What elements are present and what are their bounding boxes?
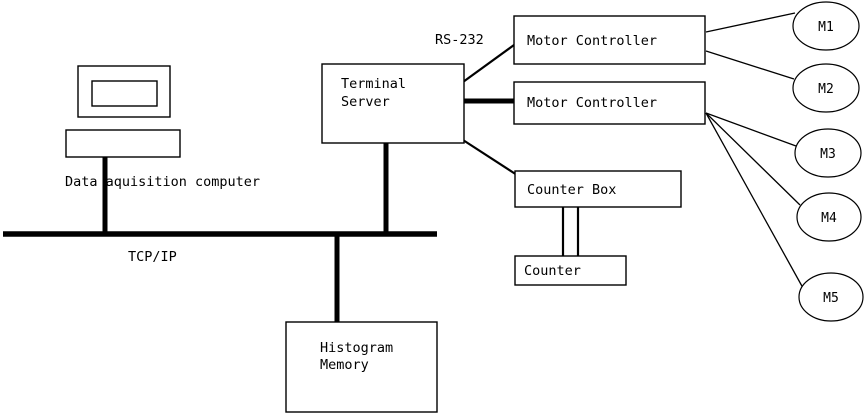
motor-m4-ellipse [796,192,862,242]
counter-box-shape [514,255,627,286]
computer-caption: Data aquisition computer [65,174,260,190]
link-motor-controller-2-to-m4 [705,112,801,206]
motor-m5-label: M5 [823,291,839,306]
motor-controller-2-label: Motor Controller [527,95,657,111]
histogram-memory-label-line2: Memory [320,357,369,373]
terminal-server-label-line1: Terminal [341,76,406,92]
node-histogram-memory[interactable]: Histogram Memory [285,321,438,413]
node-motor-controller-2[interactable]: Motor Controller [513,81,706,125]
motor-controller-1-box [513,15,706,65]
link-motor-controller-2-to-m5 [705,112,804,289]
rs232-label: RS-232 [435,32,484,48]
counter-box-box [514,170,682,208]
node-motor-controller-1[interactable]: Motor Controller [513,15,706,65]
motor-m3-label: M3 [820,147,836,162]
node-counter[interactable]: Counter [514,255,627,286]
link-terminal-server-to-motor-controller-1 [462,44,515,83]
motor-m1-ellipse [792,1,860,51]
node-counter-box[interactable]: Counter Box [514,170,682,208]
link-motor-controller-2-to-m3 [705,112,797,147]
node-motor-m5[interactable]: M5 [798,272,864,322]
histogram-memory-label-line1: Histogram [320,340,393,356]
motor-m3-ellipse [794,128,862,178]
counter-label: Counter [524,263,581,279]
motor-controller-1-label: Motor Controller [527,33,657,49]
link-motor-controller-1-to-m1 [705,12,796,33]
terminal-server-label-line2: Server [341,94,390,110]
motor-controller-2-box [513,81,706,125]
histogram-memory-box [285,321,438,413]
node-motor-m2[interactable]: M2 [792,63,860,113]
data-acquisition-computer[interactable] [65,65,181,158]
link-terminal-server-to-counter-box [462,139,518,176]
motor-m2-label: M2 [818,82,834,97]
node-motor-m4[interactable]: M4 [796,192,862,242]
monitor-screen-icon [91,80,158,107]
counter-box-label: Counter Box [527,182,616,198]
terminal-server-box [321,63,465,144]
motor-m1-label: M1 [818,20,834,35]
keyboard-icon [65,129,181,158]
node-motor-m1[interactable]: M1 [792,1,860,51]
motor-m4-label: M4 [821,211,837,226]
motor-m2-ellipse [792,63,860,113]
tcpip-bus-label: TCP/IP [128,249,177,265]
motor-m5-ellipse [798,272,864,322]
node-terminal-server[interactable]: Terminal Server [321,63,465,144]
node-motor-m3[interactable]: M3 [794,128,862,178]
link-motor-controller-1-to-m2 [705,50,795,80]
